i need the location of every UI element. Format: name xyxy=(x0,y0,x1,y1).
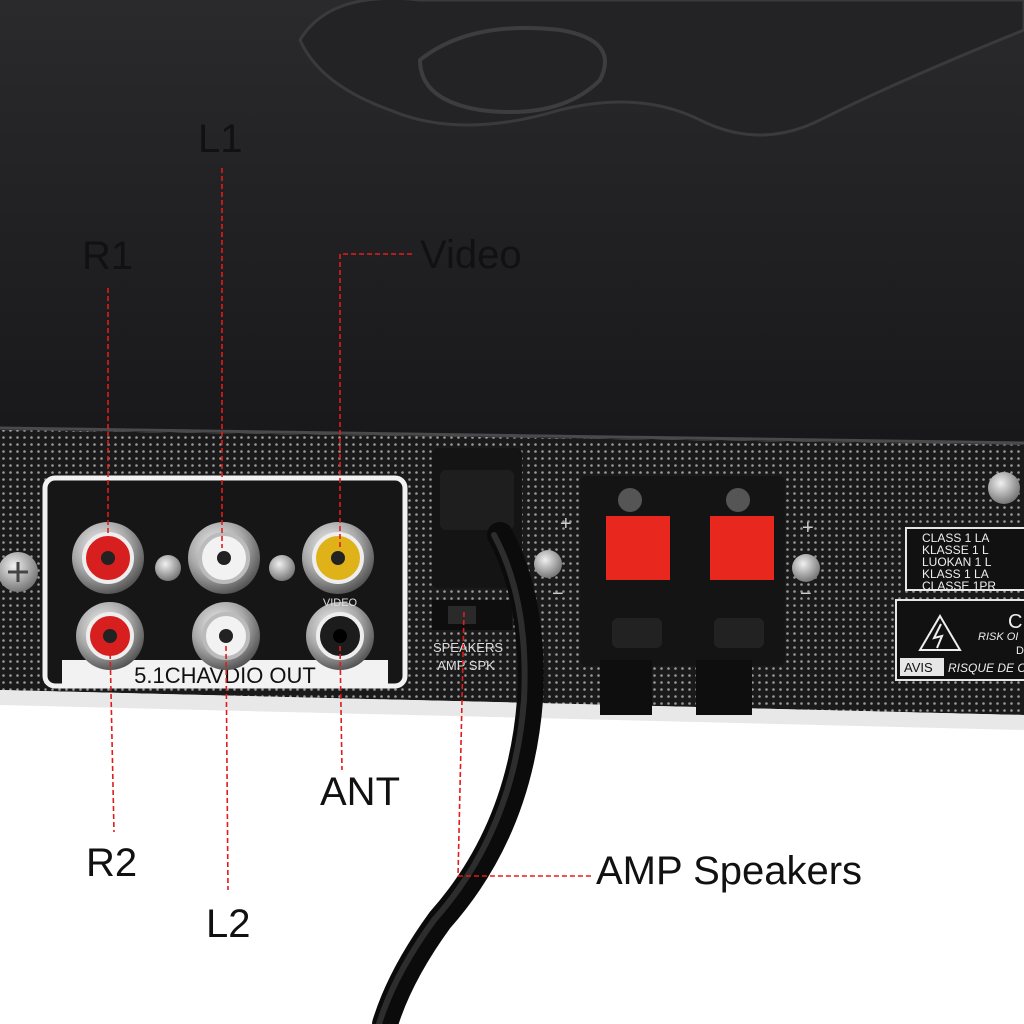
callout-l2: L2 xyxy=(206,902,251,946)
callout-lines xyxy=(107,168,592,891)
callout-line-video xyxy=(339,253,412,548)
class-line-4: CLASSE 1PR xyxy=(922,579,996,593)
callout-l1: L1 xyxy=(198,117,243,161)
terminal-minus-left: − xyxy=(552,583,564,605)
class-line-0: CLASS 1 LA xyxy=(922,531,989,545)
avis-label: AVIS xyxy=(904,660,933,675)
laser-class-label xyxy=(905,527,1024,591)
class-line-2: LUOKAN 1 L xyxy=(922,555,992,569)
panel-screws xyxy=(155,472,1020,582)
terminal-plus-right: + xyxy=(802,517,814,539)
callout-line-l2 xyxy=(225,645,229,891)
jack-r1 xyxy=(72,522,144,594)
callout-r2: R2 xyxy=(86,841,138,885)
class-line-3: KLASS 1 LA xyxy=(922,567,989,581)
avis-text: RISQUE DE C xyxy=(948,661,1024,675)
embossed-logo-detail xyxy=(417,26,607,114)
terminal-minus-right: − xyxy=(800,583,812,605)
callout-line-r2 xyxy=(109,645,115,833)
speaker-terminal-block xyxy=(580,476,785,715)
speaker-switch-label-bottom: AMP SPK xyxy=(437,658,495,673)
left-screw xyxy=(0,552,38,592)
callout-amp-speakers: AMP Speakers xyxy=(596,849,863,893)
jack-video-small-label: VIDEO xyxy=(323,597,358,609)
chassis-edge xyxy=(0,426,1024,445)
jack-l1 xyxy=(188,522,260,594)
caution-d: D xyxy=(1016,645,1024,657)
callout-line-amp xyxy=(457,611,592,877)
jack-ant xyxy=(306,602,374,670)
jack-r2 xyxy=(76,602,144,670)
jack-l2 xyxy=(192,602,260,670)
power-cable xyxy=(372,522,544,1024)
class-line-1: KLASSE 1 L xyxy=(922,543,989,557)
terminal-plus-left: + xyxy=(560,513,572,535)
panel-bottom-edge xyxy=(0,690,1024,730)
caution-risk: RISK OI xyxy=(978,631,1018,643)
jack-video xyxy=(302,522,374,594)
speaker-switch-label-top: SPEAKERS xyxy=(433,640,503,655)
caution-label xyxy=(895,599,1024,681)
callout-ant: ANT xyxy=(320,770,400,814)
callout-r1: R1 xyxy=(82,234,134,278)
callout-line-ant xyxy=(339,645,343,771)
caution-c: C xyxy=(1008,611,1022,633)
callout-video: Video xyxy=(420,233,522,277)
